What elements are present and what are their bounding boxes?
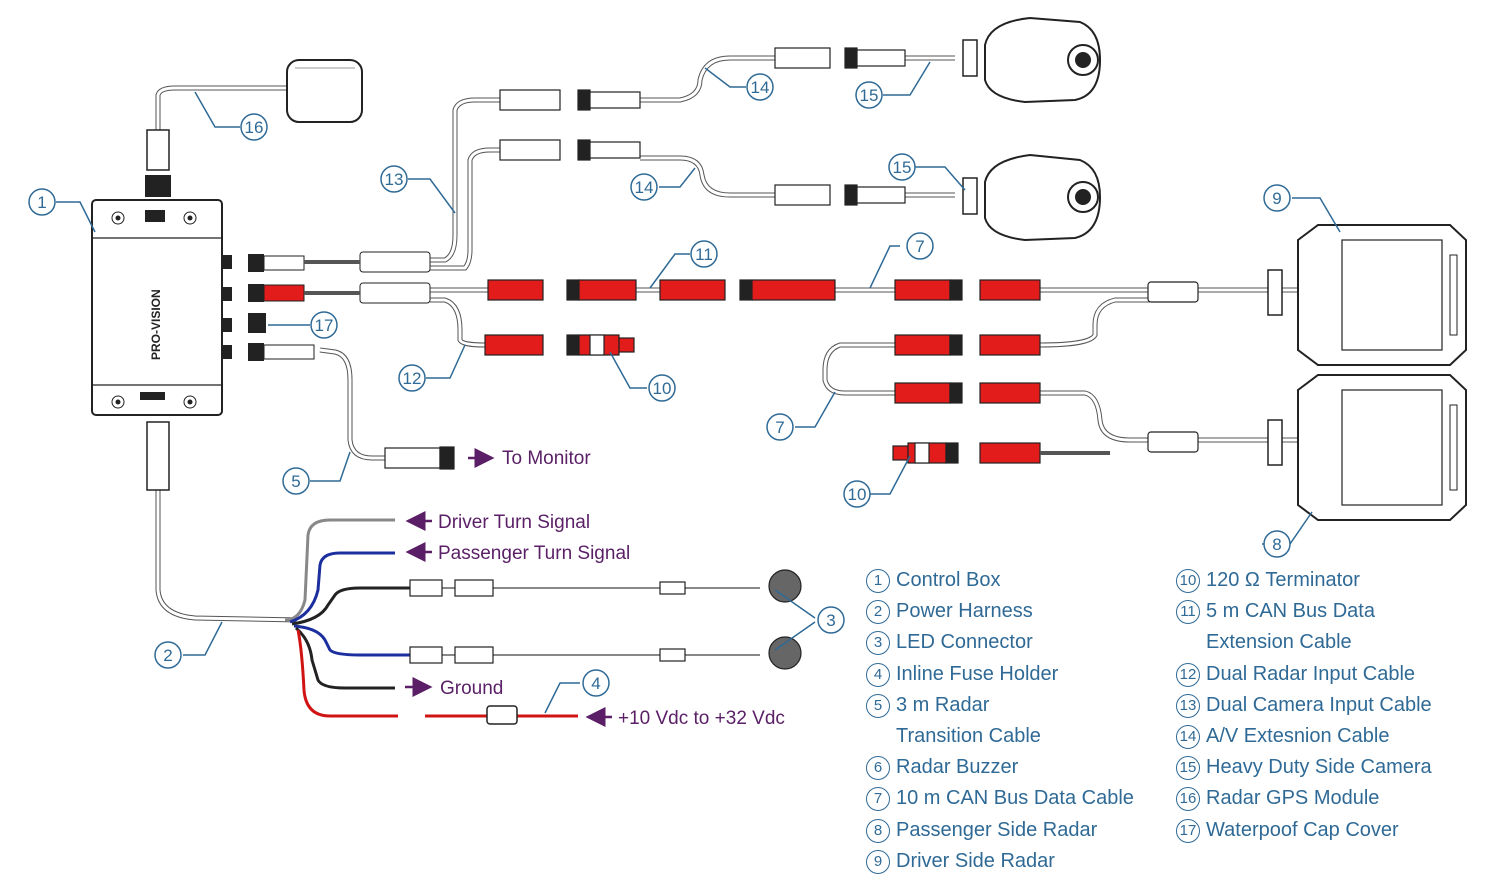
side-camera-lower bbox=[962, 153, 1102, 242]
side-camera-upper bbox=[962, 16, 1102, 104]
callout-16: 16 bbox=[240, 113, 268, 141]
to-monitor-label: To Monitor bbox=[502, 448, 591, 469]
svg-text:15: 15 bbox=[860, 86, 879, 105]
power-input-label: +10 Vdc to +32 Vdc bbox=[618, 708, 785, 729]
svg-text:10: 10 bbox=[848, 485, 867, 504]
cable-runs bbox=[155, 55, 1300, 623]
callout-5: 5 bbox=[282, 467, 310, 495]
svg-text:14: 14 bbox=[751, 78, 770, 97]
svg-text:14: 14 bbox=[635, 178, 654, 197]
svg-text:10: 10 bbox=[653, 379, 672, 398]
driver-side-radar bbox=[1267, 224, 1467, 366]
callout-11: 11 bbox=[690, 240, 718, 268]
svg-text:15: 15 bbox=[893, 158, 912, 177]
legend-item-4: 4 Inline Fuse Holder bbox=[866, 659, 1134, 690]
svg-text:8: 8 bbox=[1272, 535, 1281, 554]
callout-17: 17 bbox=[310, 311, 338, 339]
svg-text:13: 13 bbox=[385, 170, 404, 189]
callout-3: 3 bbox=[817, 606, 845, 634]
svg-text:11: 11 bbox=[695, 245, 713, 264]
svg-text:9: 9 bbox=[1272, 189, 1281, 208]
svg-text:7: 7 bbox=[915, 237, 924, 256]
svg-text:16: 16 bbox=[245, 118, 264, 137]
callout-8: 8 bbox=[1263, 530, 1291, 558]
callout-14-upper: 14 bbox=[746, 73, 774, 101]
camera-av-connectors bbox=[384, 47, 906, 470]
svg-text:5: 5 bbox=[291, 472, 300, 491]
callout-leaders bbox=[56, 61, 1341, 714]
svg-text:17: 17 bbox=[315, 316, 334, 335]
passenger-side-radar bbox=[1267, 374, 1467, 521]
svg-text:1: 1 bbox=[37, 193, 46, 212]
passenger-turn-signal-label: Passenger Turn Signal bbox=[438, 543, 630, 564]
brand-logo-text: PRO-VISION bbox=[149, 289, 163, 360]
callout-10-right: 10 bbox=[843, 480, 871, 508]
svg-text:4: 4 bbox=[591, 674, 600, 693]
gps-module bbox=[145, 59, 363, 197]
inline-fuse-holder bbox=[486, 705, 518, 725]
callout-15-upper: 15 bbox=[855, 81, 883, 109]
driver-turn-signal-label: Driver Turn Signal bbox=[438, 512, 590, 533]
callout-13: 13 bbox=[380, 165, 408, 193]
svg-text:7: 7 bbox=[775, 418, 784, 437]
callout-10-left: 10 bbox=[648, 374, 676, 402]
led-connectors bbox=[409, 569, 802, 670]
ground-label: Ground bbox=[440, 678, 503, 699]
wire-arrows bbox=[405, 448, 612, 727]
callout-14-lower: 14 bbox=[630, 173, 658, 201]
legend-item-5-cont: Transition Cable bbox=[896, 725, 1041, 748]
control-box: PRO-VISION bbox=[91, 199, 232, 491]
callout-2: 2 bbox=[154, 641, 182, 669]
can-bus-connectors bbox=[484, 279, 1199, 464]
callout-4: 4 bbox=[582, 669, 610, 697]
callout-1: 1 bbox=[28, 188, 56, 216]
svg-text:2: 2 bbox=[163, 646, 172, 665]
box-port-connectors bbox=[248, 251, 431, 361]
legend-item-11-cont: Extension Cable bbox=[1206, 631, 1352, 654]
callout-9: 9 bbox=[1263, 184, 1291, 212]
legend-item-7: 7 10 m CAN Bus Data Cable bbox=[866, 783, 1134, 814]
callout-12: 12 bbox=[398, 364, 426, 392]
svg-text:12: 12 bbox=[403, 369, 422, 388]
callout-15-lower: 15 bbox=[888, 153, 916, 181]
callout-7-lower: 7 bbox=[766, 413, 794, 441]
callout-7-upper: 7 bbox=[906, 232, 934, 260]
svg-text:3: 3 bbox=[826, 611, 835, 630]
legend-item-3: 3 LED Connector bbox=[866, 627, 1134, 658]
